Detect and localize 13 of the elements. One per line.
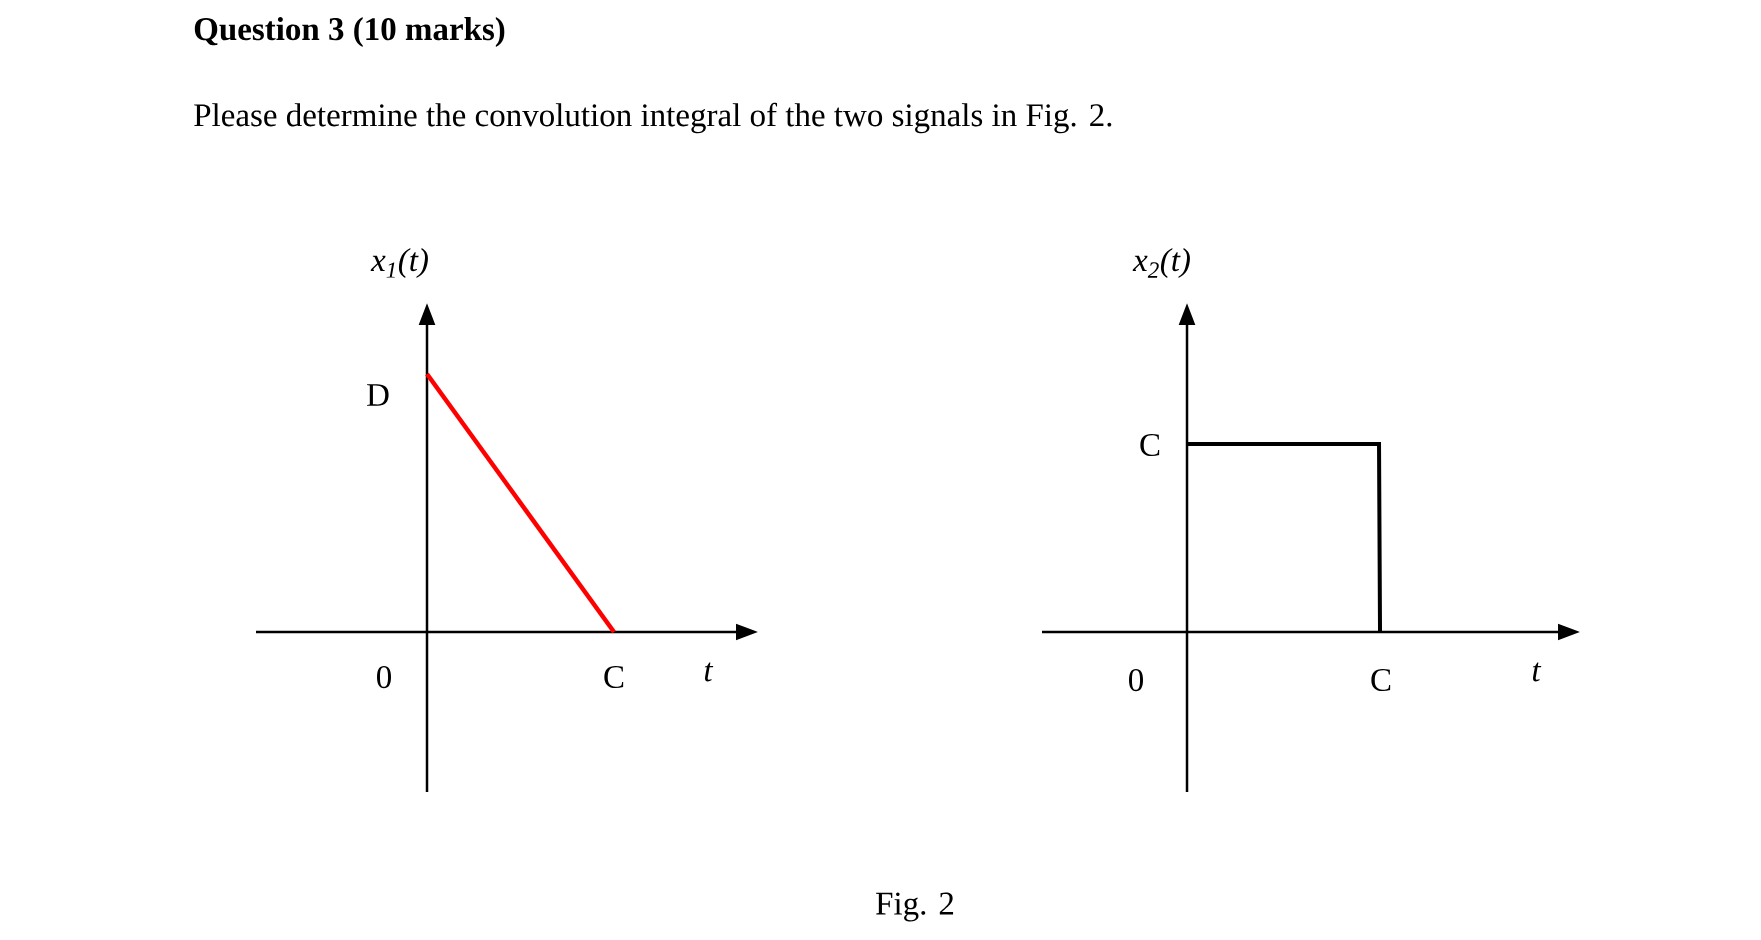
question-text: Please determine the convolution integral of the two signals in Fig. 2. xyxy=(194,102,1112,134)
tick-label: 0 xyxy=(1129,668,1143,692)
axis-label: t xyxy=(1532,662,1542,682)
figure-caption: Fig. 2 xyxy=(876,892,954,922)
axis-label: t xyxy=(704,662,714,682)
axis-label: x$_{2}$(t) xyxy=(1132,248,1190,278)
tick-label: 0 xyxy=(377,665,391,689)
question-title: Question 3 (10 marks) xyxy=(194,17,505,47)
tick-label: D xyxy=(367,384,389,406)
tick-label: C xyxy=(604,665,624,689)
tick-label: C xyxy=(1140,433,1160,457)
tick-label: C xyxy=(1371,668,1391,692)
axis-label: x$_{1}$(t) xyxy=(370,248,428,278)
